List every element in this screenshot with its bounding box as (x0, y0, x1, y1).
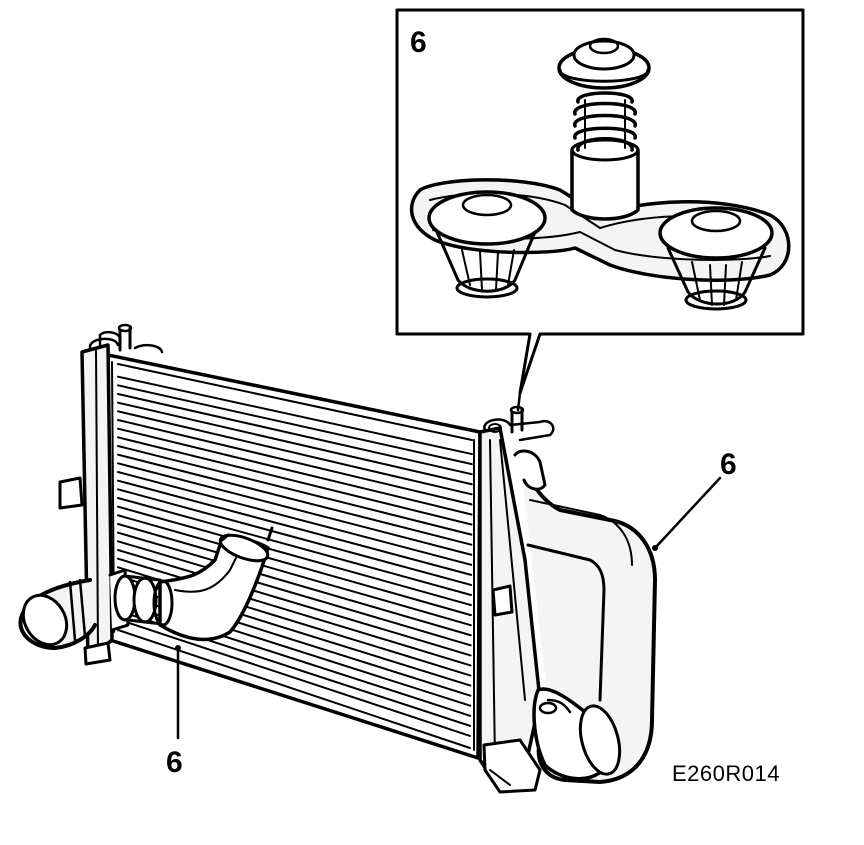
detail-inset (395, 8, 805, 412)
left-outlet-pipe (18, 578, 97, 650)
leader-right (653, 476, 722, 550)
right-rubber-mount (658, 206, 774, 311)
core-fin (117, 488, 473, 586)
core-fin (117, 497, 472, 596)
core-fin (117, 453, 473, 546)
spring-post (557, 37, 651, 221)
core-fin (117, 531, 472, 637)
core-fin (117, 436, 473, 526)
core-fin (117, 540, 472, 647)
right-end-tank (478, 405, 555, 794)
core-fin (117, 462, 473, 556)
right-return-hose (513, 449, 657, 784)
callout-detail: 6 (410, 26, 427, 59)
callout-right-hose: 6 (720, 448, 737, 481)
core-fin (117, 523, 472, 627)
core-fin (117, 549, 472, 657)
core-fin (117, 445, 473, 536)
core-fin (117, 618, 472, 737)
core-fin (117, 471, 473, 566)
core-fin (117, 557, 472, 667)
core-fin (117, 427, 473, 516)
core-fin (117, 419, 473, 506)
intercooler-core (106, 353, 482, 760)
center-hose (108, 526, 274, 642)
core-fin (117, 410, 473, 496)
core-fin (117, 479, 473, 576)
core-fin (117, 505, 472, 607)
callout-bottom-hose: 6 (166, 746, 183, 779)
core-fin (117, 393, 473, 476)
left-rubber-mount (427, 190, 547, 299)
core-fin (117, 375, 473, 456)
core-fin (117, 384, 473, 466)
core-fin (117, 514, 472, 617)
figure-code: E260R014 (672, 761, 780, 786)
core-fin (117, 401, 473, 486)
